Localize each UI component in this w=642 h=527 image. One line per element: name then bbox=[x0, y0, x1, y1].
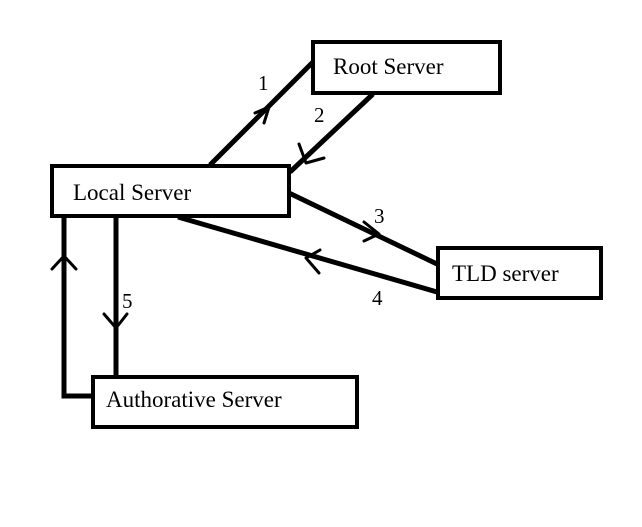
edges bbox=[50, 60, 439, 399]
edge-5-arrowhead bbox=[102, 312, 129, 330]
root-server-node: Root Server bbox=[311, 40, 502, 95]
edge-local-to-tld bbox=[287, 190, 439, 267]
edge-return-arrowhead bbox=[50, 254, 78, 271]
edge-1-arrowhead bbox=[253, 105, 271, 125]
edge-auth-to-local bbox=[61, 218, 93, 399]
edge-tld-to-local bbox=[177, 214, 438, 295]
step-labels: 1 2 3 4 5 bbox=[122, 71, 385, 313]
tld-server-label: TLD server bbox=[452, 261, 559, 286]
edge-root-to-local bbox=[288, 92, 375, 174]
step-label-2: 2 bbox=[314, 103, 325, 127]
edge-4-arrowhead bbox=[304, 248, 322, 275]
local-server-node: Local Server bbox=[50, 164, 291, 218]
step-label-4: 4 bbox=[372, 286, 383, 310]
root-server-label: Root Server bbox=[333, 54, 444, 79]
step-label-3: 3 bbox=[374, 204, 385, 228]
step-label-5: 5 bbox=[122, 289, 133, 313]
edge-2-arrowhead bbox=[297, 142, 326, 165]
step-label-1: 1 bbox=[258, 71, 269, 95]
authorative-server-label: Authorative Server bbox=[106, 387, 282, 412]
edge-3-arrowhead bbox=[362, 220, 381, 243]
tld-server-node: TLD server bbox=[436, 246, 603, 300]
local-server-label: Local Server bbox=[73, 180, 191, 205]
authorative-server-node: Authorative Server bbox=[91, 375, 359, 429]
edge-local-to-root bbox=[208, 60, 315, 167]
